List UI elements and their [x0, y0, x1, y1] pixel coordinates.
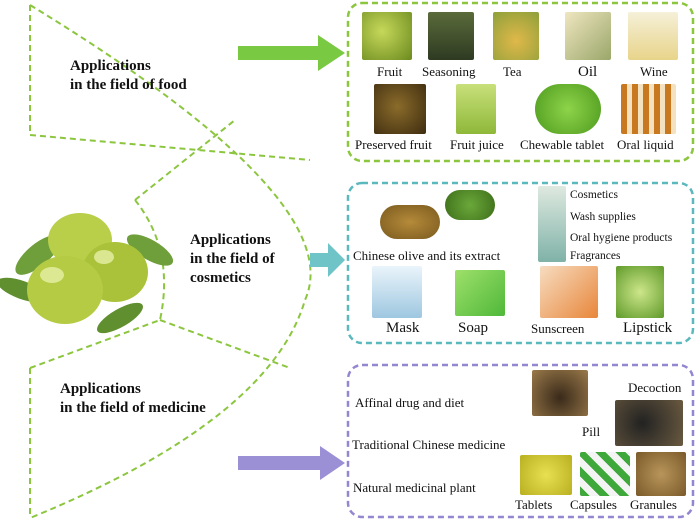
leaf-icon: [97, 302, 143, 334]
arrow-body: [238, 46, 318, 60]
medicine-form-label: Granules: [630, 497, 677, 512]
cosmetics-item-label: Lipstick: [623, 320, 673, 336]
medicine-category-title: Applications in the field of medicine: [60, 380, 206, 418]
title-line: in the field of medicine: [60, 400, 206, 416]
olive-icon: [27, 256, 103, 324]
fruit-thumbnail: [362, 12, 412, 60]
cosmetics-list-item: Fragrances: [570, 250, 621, 262]
food-item-label: Wine: [640, 64, 668, 79]
decoction-thumbnail: [532, 370, 588, 416]
wine-thumbnail: [628, 12, 678, 60]
food-item-label: Oil: [578, 64, 598, 80]
cosmetics-item-label: Mask: [386, 320, 420, 336]
food-item-label: Oral liquid: [617, 137, 674, 152]
tablets-thumbnail: [520, 455, 572, 495]
olive-highlight: [40, 267, 64, 283]
food-category-title: Applications in the field of food: [70, 57, 187, 95]
chewable-tablet-thumbnail: [535, 84, 601, 134]
lipstick-thumbnail: [616, 266, 664, 318]
medicine-form-label: Pill: [582, 424, 601, 439]
medicine-line: Affinal drug and diet: [355, 395, 465, 410]
food-item-label: Fruit juice: [450, 137, 504, 152]
oil-thumbnail: [565, 12, 611, 60]
extract-powder-thumbnail: [380, 205, 440, 239]
medicine-box: [346, 363, 695, 519]
title-line: Applications: [70, 58, 151, 74]
title-line: in the field of food: [70, 77, 187, 93]
cosmetics-list-item: Cosmetics: [570, 189, 618, 201]
title-line: Applications: [190, 232, 271, 248]
food-item-label: Tea: [503, 64, 522, 79]
arrow-food: [238, 35, 345, 71]
sunscreen-thumbnail: [540, 266, 598, 318]
cosmetics-list-item: Wash supplies: [570, 211, 636, 223]
medicine-line: Traditional Chinese medicine: [352, 437, 506, 452]
olive-highlight: [94, 250, 114, 264]
food-item-label: Seasoning: [422, 64, 476, 79]
bottom-divider: [159, 319, 291, 369]
capsules-thumbnail: [580, 452, 630, 496]
extract-label: Chinese olive and its extract: [353, 248, 501, 263]
food-item-label: Fruit: [377, 64, 403, 79]
mask-thumbnail: [372, 266, 422, 318]
title-line: in the field of: [190, 251, 275, 267]
olive-fruit-thumbnail: [445, 190, 495, 220]
cosmetics-item-label: Sunscreen: [531, 321, 585, 336]
fruit-juice-thumbnail: [456, 84, 496, 134]
segment-lines: [29, 4, 312, 519]
cut-a: [134, 119, 236, 201]
medicine-form-label: Tablets: [515, 497, 553, 512]
title-line: cosmetics: [190, 270, 251, 286]
mid-divider-left: [29, 319, 161, 369]
cosmetics-box: [346, 181, 695, 345]
oral-liquid-thumbnail: [621, 84, 676, 134]
arrow-body: [238, 456, 320, 470]
arrow-body: [310, 253, 330, 267]
top-divider: [29, 134, 311, 161]
soap-thumbnail: [455, 270, 505, 316]
title-line: Applications: [60, 381, 141, 397]
cosmetics-item-label: Soap: [458, 320, 488, 336]
preserved-fruit-thumbnail: [374, 84, 426, 134]
arrow-medicine: [238, 446, 345, 480]
food-item-label: Preserved fruit: [355, 137, 432, 152]
medicine-form-label: Capsules: [570, 497, 617, 512]
leaf-icon: [126, 234, 174, 266]
arrow-head: [318, 35, 345, 71]
food-box: [346, 1, 695, 163]
granules-thumbnail: [636, 452, 686, 496]
medicine-line: Natural medicinal plant: [353, 480, 476, 495]
outer-arc: [29, 4, 312, 519]
food-item-label: Chewable tablet: [520, 137, 605, 152]
tea-thumbnail: [493, 12, 539, 60]
cosmetics-strip-thumbnail: [538, 186, 566, 262]
arrow-head: [320, 446, 345, 480]
arrow-cosmetics: [310, 243, 345, 277]
seasoning-thumbnail: [428, 12, 474, 60]
arrow-head: [328, 243, 345, 277]
olive-cluster-illustration: [0, 213, 174, 334]
pill-thumbnail: [615, 400, 683, 446]
cosmetics-category-title: Applications in the field of cosmetics: [190, 231, 275, 288]
cosmetics-list-item: Oral hygiene products: [570, 232, 673, 244]
medicine-form-label: Decoction: [628, 380, 682, 395]
